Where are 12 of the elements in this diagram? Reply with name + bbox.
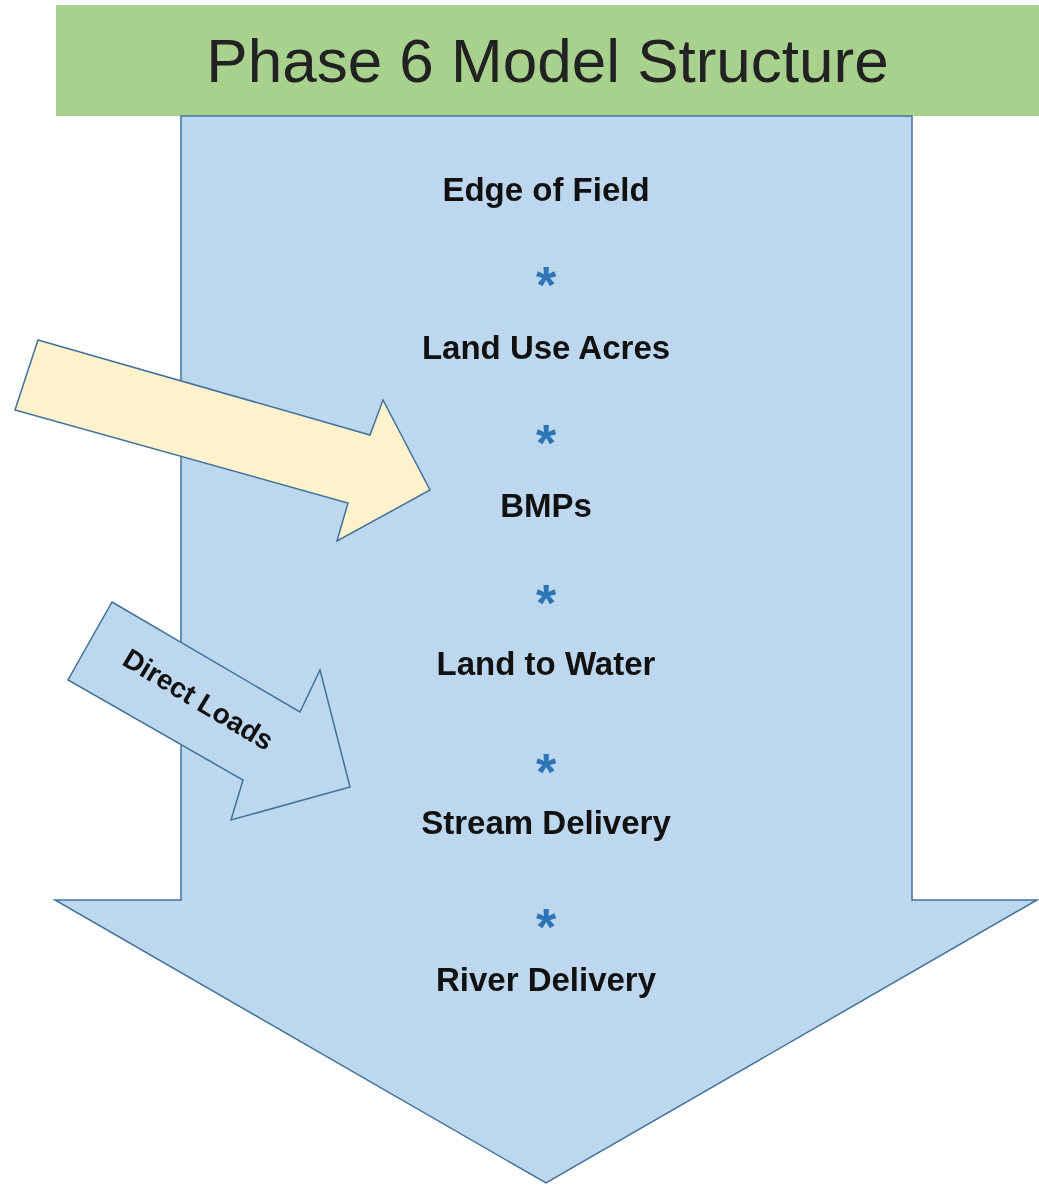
stage-label: Edge of Field — [442, 170, 650, 210]
stage-label: Land to Water — [436, 644, 656, 684]
asterisk: * — [535, 418, 557, 448]
stage-label: River Delivery — [435, 960, 657, 1000]
stage-label: Land Use Acres — [421, 328, 671, 368]
asterisk: * — [535, 578, 557, 608]
title-banner: Phase 6 Model Structure — [56, 5, 1039, 116]
stage-label: BMPs — [500, 486, 592, 526]
asterisk: * — [535, 260, 557, 290]
asterisk: * — [535, 747, 557, 777]
asterisk: * — [535, 902, 557, 932]
stage-label: Stream Delivery — [421, 803, 671, 843]
